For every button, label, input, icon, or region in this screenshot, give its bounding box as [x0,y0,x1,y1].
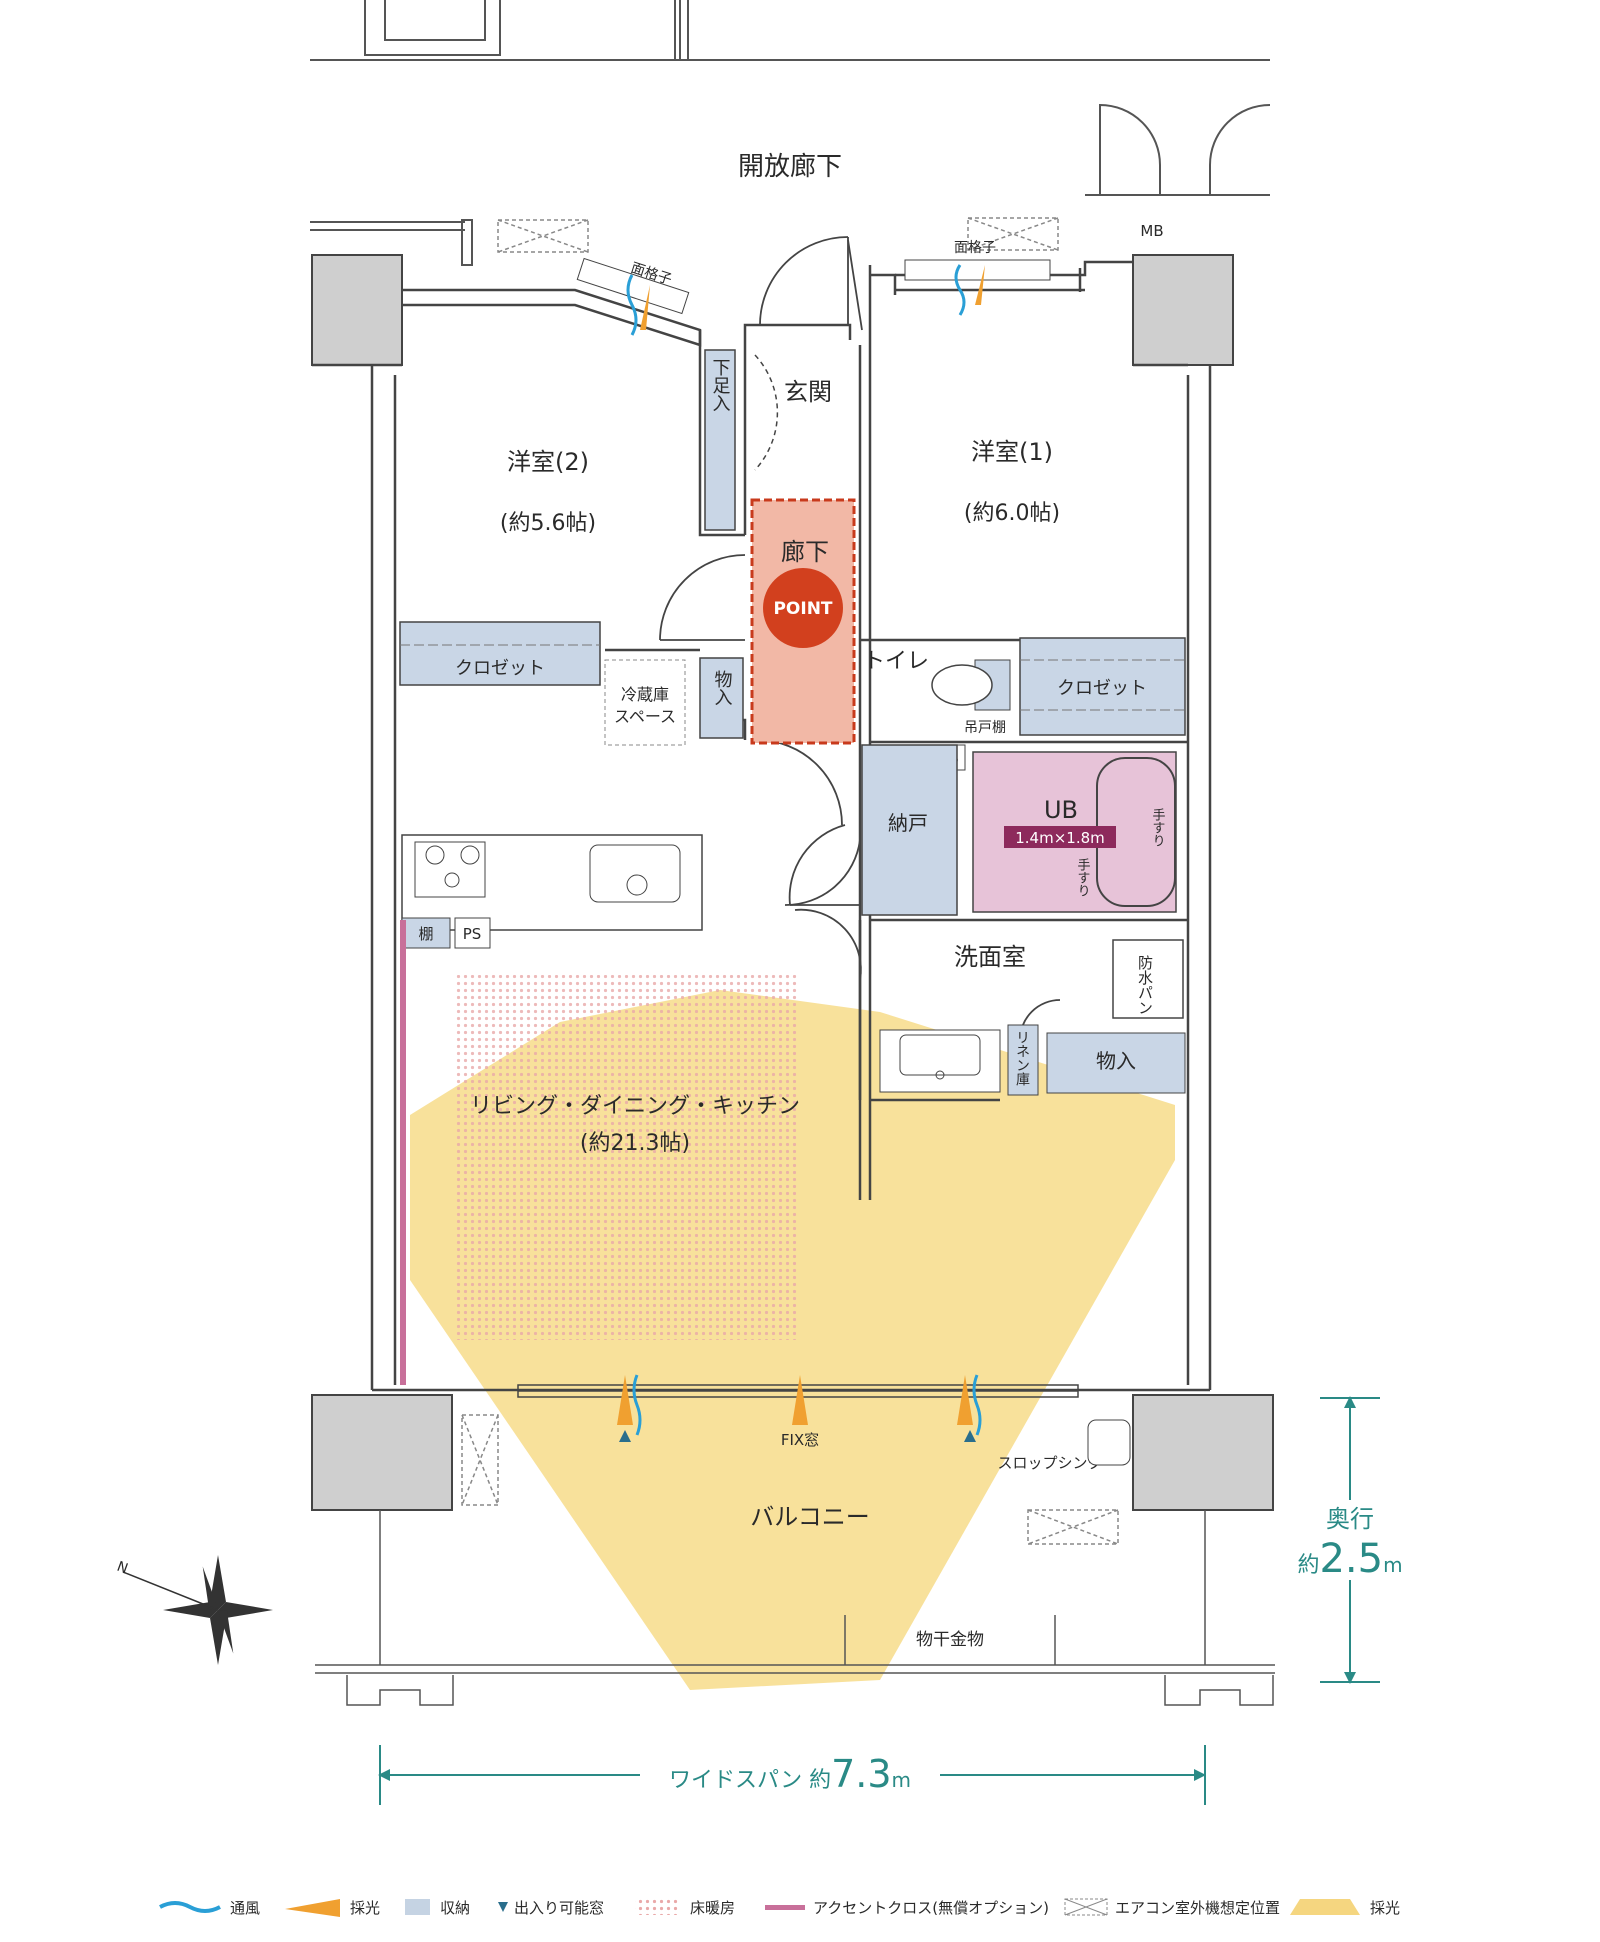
storage-small [699,657,744,739]
western2-size: (約5.6帖) [500,511,596,536]
shoe-storage [704,349,736,531]
fridge-space [604,659,686,746]
lattice-window-right: 面格子 [904,240,1051,316]
point-badge-label: POINT [773,599,832,619]
svg-text:面格子: 面格子 [954,240,996,256]
ac-unit-markers [461,217,1119,1545]
western1-name: 洋室(1) [971,438,1053,466]
accent-cloth [400,920,406,1385]
structural-columns [311,254,1274,1511]
ub-label: UB [1044,796,1078,824]
linen-storage [1007,1024,1039,1096]
closet-left [399,621,601,686]
svg-text:採光: 採光 [350,1899,380,1917]
sink [589,844,681,903]
svg-text:出入り可能窓: 出入り可能窓 [514,1899,604,1917]
ps-kitchen-label: PS [463,925,482,943]
handrail-label-2: 手すり [1075,858,1091,897]
svg-text:通風: 通風 [230,1899,260,1917]
ub-size-tag [1004,826,1116,848]
closet-right-label: クロゼット [1057,678,1147,699]
hanging-shelf-label: 吊戸棚 [964,720,1006,736]
balcony-rail [315,1510,1275,1706]
washroom-label: 洗面室 [954,943,1026,971]
stove [414,841,486,898]
slop-sink-label: スロップシンク [997,1454,1102,1472]
span-value-line: ワイドスパン 約7.3m [669,1752,911,1796]
legend-item-sunlight-swatch [1290,1899,1360,1915]
legend: 通風 採光 収納 出入り可能窓 床暖房 アクセントクロス(無償オプション) エア… [159,1898,1400,1917]
slop-sink [1087,1419,1131,1466]
span-dimension [378,1745,1206,1805]
legend-item-daylight: 採光 [285,1899,380,1917]
compass-icon: N [115,1555,273,1665]
depth-value-line: 約2.5m [1297,1536,1402,1582]
fridge-label-2: スペース [614,707,676,726]
legend-item-accent-cloth: アクセントクロス(無償オプション) [813,1899,1049,1917]
ldk-size: (約21.3帖) [580,1131,690,1156]
hallway-label: 廊下 [781,538,829,566]
shelf-label: 棚 [418,925,433,943]
ldk-name: リビング・ダイニング・キッチン [470,1094,800,1119]
nando-label: 納戸 [888,811,928,835]
fix-window-label: FIX窓 [781,1431,819,1449]
legend-item-storage: 収納 [405,1899,470,1917]
entry-dashed-door [754,354,779,471]
toilet-label: トイレ [863,649,929,674]
legend-item-ventilation: 通風 [159,1899,260,1917]
shoe-storage-label: 下足入 [710,358,731,412]
waterproof-pan [1112,939,1184,1019]
western2-name: 洋室(2) [507,448,589,476]
laundry-label: 物干金物 [916,1630,984,1650]
closet-left-label: クロゼット [455,658,545,679]
wash-storage [1046,1032,1186,1094]
daylight-ventilation-markers [617,1374,982,1442]
balcony-label: バルコニー [750,1503,870,1531]
wash-storage-label: 物入 [1096,1049,1136,1073]
depth-dimension [1320,1396,1380,1684]
corridor-structures [310,0,1271,266]
ub-size-label: 1.4m×1.8m [1015,829,1105,847]
svg-text:収納: 収納 [440,1899,470,1917]
legend-item-access-window: 出入り可能窓 [498,1899,604,1917]
svg-text:N: N [115,1559,130,1578]
legend-item-floor-heating: 床暖房 [690,1899,735,1917]
entrance-label: 玄関 [784,378,832,406]
waterproof-pan-label: 防水パン [1136,955,1154,1015]
ps-kitchen [454,917,491,949]
shelf-box [401,917,451,949]
floor-heating-area [455,975,798,1340]
linen-label: リネン庫 [1014,1030,1030,1086]
point-badge [763,568,843,648]
mb-label: MB [1140,222,1163,240]
fridge-label-1: 冷蔵庫 [621,685,669,704]
legend-item-ac-unit: エアコン室外機想定位置 [1115,1899,1280,1917]
closet-right [1019,637,1186,736]
legend-item-sunlight: 採光 [1370,1899,1400,1917]
depth-label: 奥行 [1326,1505,1374,1533]
storage-small-label: 物入 [712,670,733,706]
western1-size: (約6.0帖) [964,501,1060,526]
nando-storage [861,744,958,916]
handrail-label-1: 手すり [1150,808,1166,847]
corridor-label: 開放廊下 [738,152,842,182]
lattice-window-left: 面格子 [576,257,690,336]
